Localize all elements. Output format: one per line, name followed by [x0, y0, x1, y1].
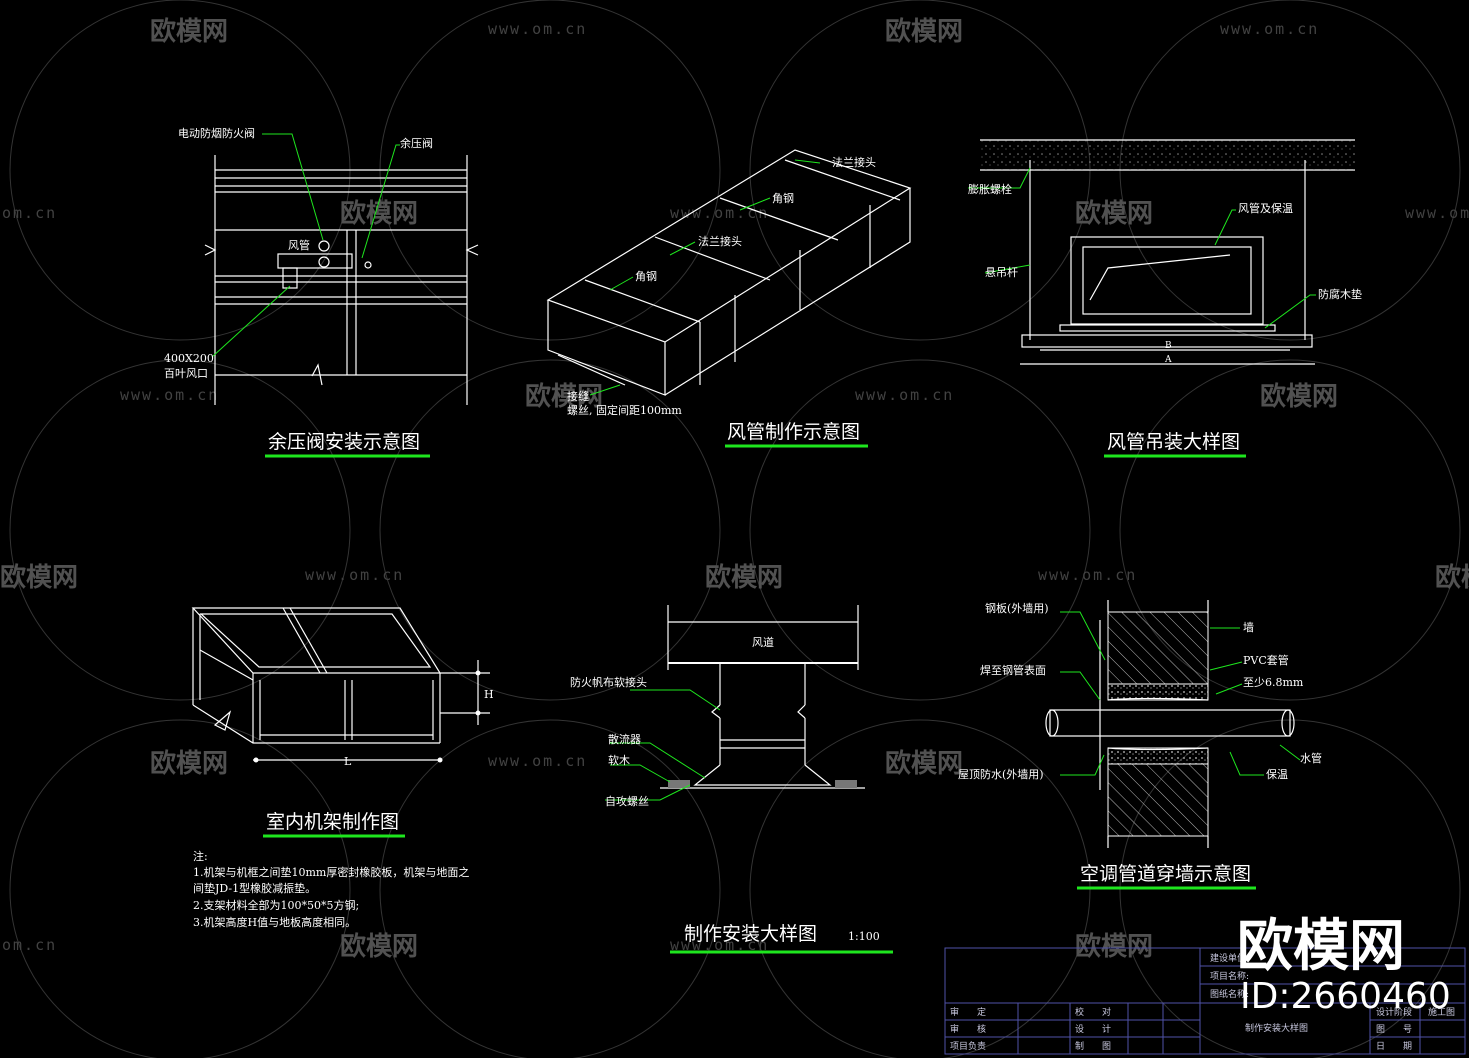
watermark-logo: 欧模网	[340, 931, 418, 962]
watermark-url: www.om.cn	[305, 566, 404, 584]
big-watermark: 欧模网 ID:2660460	[1237, 914, 1451, 1017]
drawing6-title: 空调管道穿墙示意图	[1080, 863, 1251, 885]
drawing5-scale: 1:100	[848, 930, 880, 943]
dim-a: A	[1164, 355, 1172, 365]
label-hanging-rod: 悬吊杆	[985, 265, 1018, 279]
watermark-logo: 欧模网	[150, 16, 228, 47]
watermark-url: www.om.cn	[1220, 20, 1319, 38]
tb-cell: 建设单位:	[1210, 952, 1249, 964]
watermark-url: www.om.cn	[1038, 566, 1137, 584]
label-angle-1: 角钢	[772, 192, 794, 205]
label-diffuser: 散流器	[608, 732, 641, 746]
label-steel-plate: 钢板(外墙用)	[985, 601, 1049, 615]
drawing-duct-hanging: 膨胀螺栓 风管及保温 悬吊杆 防腐木垫 B A 风管吊装大样图	[968, 139, 1362, 458]
watermark-url: www.om.cn	[855, 386, 954, 404]
notes-heading: 注:	[193, 849, 208, 863]
watermark-logo: 欧模网	[1075, 931, 1153, 962]
label-wood-pad: 防腐木垫	[1318, 287, 1362, 301]
tb-cell: 施工图	[1428, 1006, 1455, 1018]
dim-h: H	[484, 688, 494, 701]
drawing-duct-fabrication: 法兰接头 角钢 法兰接头 角钢 接缝 螺丝, 固定间距100mm 风管制作示意图	[546, 149, 912, 448]
watermark-url: www.om.cn	[670, 936, 769, 954]
label-roof-waterproof: 屋顶防水(外墙用)	[958, 767, 1044, 781]
drawing-pressure-valve: 电动防烟防火阀 余压阀 风管 400X200 百叶风口 余压阀安装示意图	[164, 126, 479, 458]
label-pressure-valve: 余压阀	[400, 136, 433, 150]
tb-cell: 日 期	[1376, 1041, 1412, 1052]
watermark-logo: 欧模网	[705, 562, 783, 593]
tb-cell: 审 定	[950, 1006, 986, 1018]
watermark-logo: 欧模网	[885, 16, 963, 47]
watermark-logo: 欧模网	[885, 748, 963, 779]
label-pvc-sleeve: PVC套管	[1243, 653, 1289, 667]
watermark-logo: 欧模网	[1075, 198, 1153, 229]
drawing2-title: 风管制作示意图	[727, 421, 860, 443]
watermark-logo: 欧模网	[0, 562, 78, 593]
drawing4-title: 室内机架制作图	[266, 811, 399, 833]
watermark-url: www.om.cn	[488, 20, 587, 38]
label-screw: 自攻螺丝	[605, 794, 649, 808]
watermark-url: www.om.cn	[488, 752, 587, 770]
title-block: 审 定 审 核 项目负责 校 对 设 计 制 图 建设单位: 项目名称: 图纸名…	[944, 947, 1466, 1055]
label-size: 400X200	[164, 352, 214, 365]
big-watermark-id: ID:2660460	[1240, 976, 1451, 1017]
label-anchor-bolt: 膨胀螺栓	[968, 182, 1012, 196]
watermark-url: www.om.cn	[670, 204, 769, 222]
drawing3-title: 风管吊装大样图	[1107, 431, 1240, 453]
drawing-indoor-rack: L H 室内机架制作图	[191, 607, 494, 838]
tb-cell: 设 计	[1075, 1023, 1111, 1035]
tb-drawing-name: 制作安装大样图	[1245, 1022, 1308, 1034]
label-angle-2: 角钢	[635, 270, 657, 283]
watermark-url: om.cn	[2, 936, 57, 954]
watermark-logo: 欧模网	[150, 748, 228, 779]
tb-cell: 校 对	[1075, 1006, 1111, 1018]
tb-cell: 设计阶段	[1376, 1006, 1412, 1018]
watermark-logo: 欧模网	[1435, 562, 1469, 593]
label-joint: 接缝	[567, 389, 589, 403]
label-wall: 墙	[1243, 620, 1254, 634]
drawing5-title: 制作安装大样图	[684, 923, 817, 945]
label-flange-2: 法兰接头	[698, 234, 742, 248]
label-weld: 焊至钢管表面	[980, 663, 1046, 677]
label-min-gap: 至少6.8mm	[1243, 676, 1304, 689]
note-line: 间垫JD-1型橡胶减振垫。	[193, 881, 316, 895]
watermark-logo: 欧模网	[525, 381, 603, 412]
label-water-pipe: 水管	[1300, 751, 1322, 765]
big-watermark-logo: 欧模网	[1237, 914, 1405, 979]
label-bolt: 螺丝, 固定间距100mm	[567, 403, 682, 417]
label-fire-damper: 电动防烟防火阀	[178, 126, 255, 140]
watermark-url: www.om.cn	[120, 386, 219, 404]
watermark-url: www.om.cn	[1405, 204, 1469, 222]
dim-b: B	[1165, 341, 1172, 351]
tb-cell: 图 号	[1376, 1024, 1412, 1035]
note-line: 1.机架与机框之间垫10mm厚密封橡胶板，机架与地面之	[193, 865, 469, 879]
dim-l: L	[344, 755, 352, 768]
tb-cell: 项目名称:	[1210, 970, 1249, 982]
watermark-url: om.cn	[2, 204, 57, 222]
label-softwood: 软木	[608, 753, 630, 767]
drawing1-title: 余压阀安装示意图	[268, 431, 420, 453]
drawing-pipe-wall: 钢板(外墙用) 墙 焊至钢管表面 PVC套管 至少6.8mm 水管 屋顶防水(外…	[958, 600, 1322, 890]
label-canvas-joint: 防火帆布软接头	[570, 675, 647, 689]
label-insulation: 保温	[1266, 767, 1288, 781]
tb-cell: 项目负责	[950, 1040, 986, 1052]
drawing-diffuser: 风道 防火帆布软接头 散流器 软木 自攻螺丝 制作安装大样图 1:100	[570, 605, 893, 954]
watermark-logo: 欧模网	[1260, 381, 1338, 412]
note-line: 2.支架材料全部为100*50*5方钢;	[193, 898, 359, 912]
notes-block: 注: 1.机架与机框之间垫10mm厚密封橡胶板，机架与地面之 间垫JD-1型橡胶…	[193, 849, 469, 929]
label-flange-1: 法兰接头	[832, 155, 876, 169]
note-line: 3.机架高度H值与地板高度相同。	[193, 915, 356, 929]
label-air-duct: 风道	[752, 635, 774, 649]
tb-cell: 制 图	[1075, 1040, 1111, 1052]
tb-cell: 图纸名称:	[1210, 988, 1249, 1000]
label-duct-insulation: 风管及保温	[1238, 201, 1293, 215]
tb-cell: 审 核	[950, 1023, 986, 1035]
label-louver: 百叶风口	[164, 367, 208, 380]
label-duct: 风管	[288, 238, 310, 252]
